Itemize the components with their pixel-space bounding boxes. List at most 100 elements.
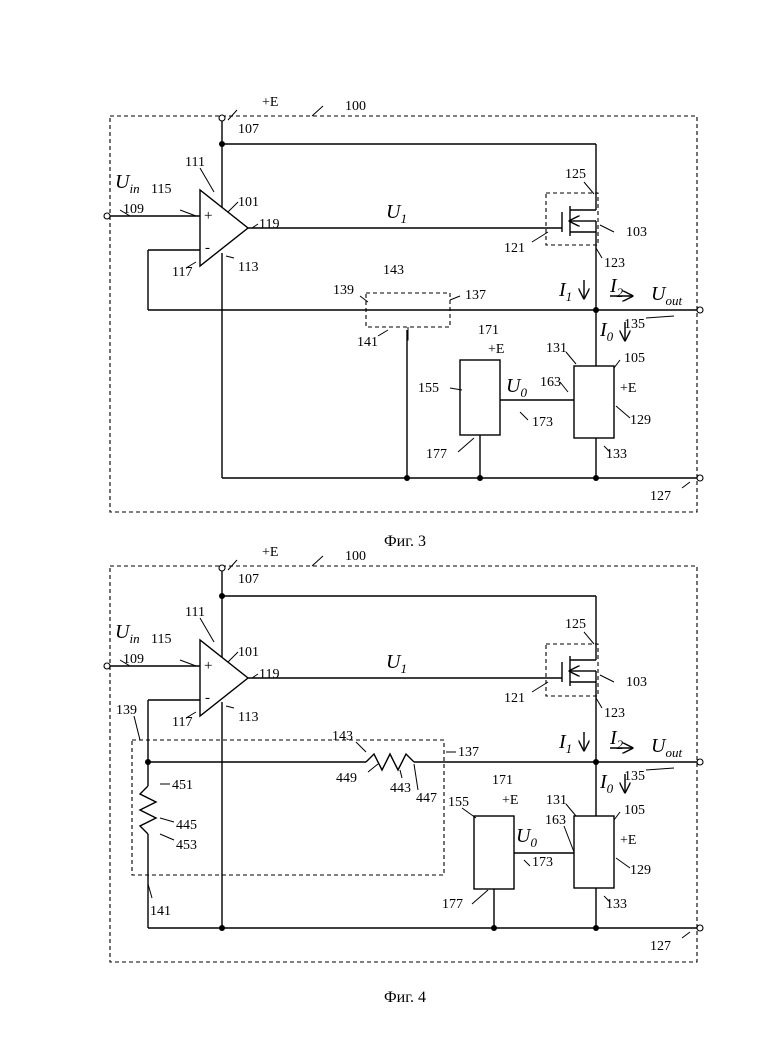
label-173: 173 (532, 855, 553, 870)
symbol-u-out: Uout (651, 735, 682, 760)
label-123: 123 (604, 706, 625, 721)
figure-3-caption: Фиг. 3 (384, 533, 426, 550)
label-141: 141 (150, 904, 171, 919)
label-125: 125 (565, 617, 586, 632)
label-449: 449 (336, 771, 357, 786)
svg-text:U0: U0 (506, 375, 527, 400)
label-129-supply: +E (620, 833, 636, 848)
label-453: 453 (176, 838, 197, 853)
label-155: 155 (448, 795, 469, 810)
label-445: 445 (176, 818, 197, 833)
op-amp-minus-sign: - (205, 240, 210, 256)
block-105 (574, 816, 614, 888)
symbol-i-2: I2 (609, 275, 624, 300)
supply-terminal-107 (219, 565, 225, 571)
label-107: 107 (238, 572, 259, 587)
svg-text:U1: U1 (386, 201, 407, 226)
label-131: 131 (546, 793, 567, 808)
transistor-103-outline (546, 193, 598, 245)
label-133: 133 (606, 447, 627, 462)
svg-text:Uin: Uin (115, 621, 140, 646)
label-123: 123 (604, 256, 625, 271)
symbol-i-2: I2 (609, 727, 624, 752)
label-109: 109 (123, 202, 144, 217)
label-127: 127 (650, 939, 671, 954)
input-terminal-109 (104, 213, 110, 219)
block-155 (460, 360, 500, 435)
label-101: 101 (238, 645, 259, 660)
label-101: 101 (238, 195, 259, 210)
label-129: 129 (630, 413, 651, 428)
symbol-i-1: I1 (558, 279, 572, 304)
label-139: 139 (116, 703, 137, 718)
label-447: 447 (416, 791, 437, 806)
label-137: 137 (458, 745, 479, 760)
label-103: 103 (626, 675, 647, 690)
label-119: 119 (259, 667, 279, 682)
svg-text:I0: I0 (599, 319, 614, 344)
block-105 (574, 366, 614, 438)
symbol-u-out: Uout (651, 283, 682, 308)
symbol-i-0: I0 (599, 771, 614, 796)
label-105: 105 (624, 351, 645, 366)
label-135: 135 (624, 317, 645, 332)
svg-text:I2: I2 (609, 275, 624, 300)
label-supply: +E (262, 95, 278, 110)
symbol-u-1: U1 (386, 651, 407, 676)
label-133: 133 (606, 897, 627, 912)
label-141: 141 (357, 335, 378, 350)
op-amp-minus-sign: - (205, 690, 210, 706)
svg-text:I2: I2 (609, 727, 624, 752)
label-100: 100 (345, 99, 366, 114)
label-125: 125 (565, 167, 586, 182)
label-121: 121 (504, 691, 525, 706)
symbol-i-0: I0 (599, 319, 614, 344)
input-terminal-109 (104, 663, 110, 669)
label-143: 143 (332, 729, 353, 744)
symbol-u-0: U0 (506, 375, 527, 400)
svg-text:Uin: Uin (115, 171, 140, 196)
label-103: 103 (626, 225, 647, 240)
svg-text:U0: U0 (516, 825, 537, 850)
svg-text:Uout: Uout (651, 283, 682, 308)
op-amp-plus-sign: + (204, 208, 212, 224)
output-terminal-135 (697, 759, 703, 765)
label-100: 100 (345, 549, 366, 564)
symbol-u-0: U0 (516, 825, 537, 850)
label-129-supply: +E (620, 381, 636, 396)
label-171: 171 (478, 323, 499, 338)
svg-text:I1: I1 (558, 279, 572, 304)
label-443: 443 (390, 781, 411, 796)
label-177: 177 (426, 447, 447, 462)
label-451: 451 (172, 778, 193, 793)
element-143 (132, 740, 444, 875)
resistor-445 (140, 786, 156, 834)
label-143: 143 (383, 263, 404, 278)
label-131: 131 (546, 341, 567, 356)
figure-4-caption: Фиг. 4 (384, 989, 426, 1006)
transistor-103-outline (546, 644, 598, 696)
label-163: 163 (540, 375, 561, 390)
label-115: 115 (151, 632, 171, 647)
label-117: 117 (172, 265, 192, 280)
ground-terminal-127 (697, 475, 703, 481)
svg-text:I0: I0 (599, 771, 614, 796)
label-171-supply: +E (502, 793, 518, 808)
label-129: 129 (630, 863, 651, 878)
op-amp-plus-sign: + (204, 658, 212, 674)
symbol-u-1: U1 (386, 201, 407, 226)
figure-4: + - (104, 545, 703, 1006)
figure-3: + - (104, 95, 703, 550)
block-155 (474, 816, 514, 889)
label-135: 135 (624, 769, 645, 784)
output-terminal-135 (697, 307, 703, 313)
label-171: 171 (492, 773, 513, 788)
label-111: 111 (185, 605, 205, 620)
label-113: 113 (238, 710, 258, 725)
label-155: 155 (418, 381, 439, 396)
label-115: 115 (151, 182, 171, 197)
label-173: 173 (532, 415, 553, 430)
label-171-supply: +E (488, 342, 504, 357)
label-119: 119 (259, 217, 279, 232)
